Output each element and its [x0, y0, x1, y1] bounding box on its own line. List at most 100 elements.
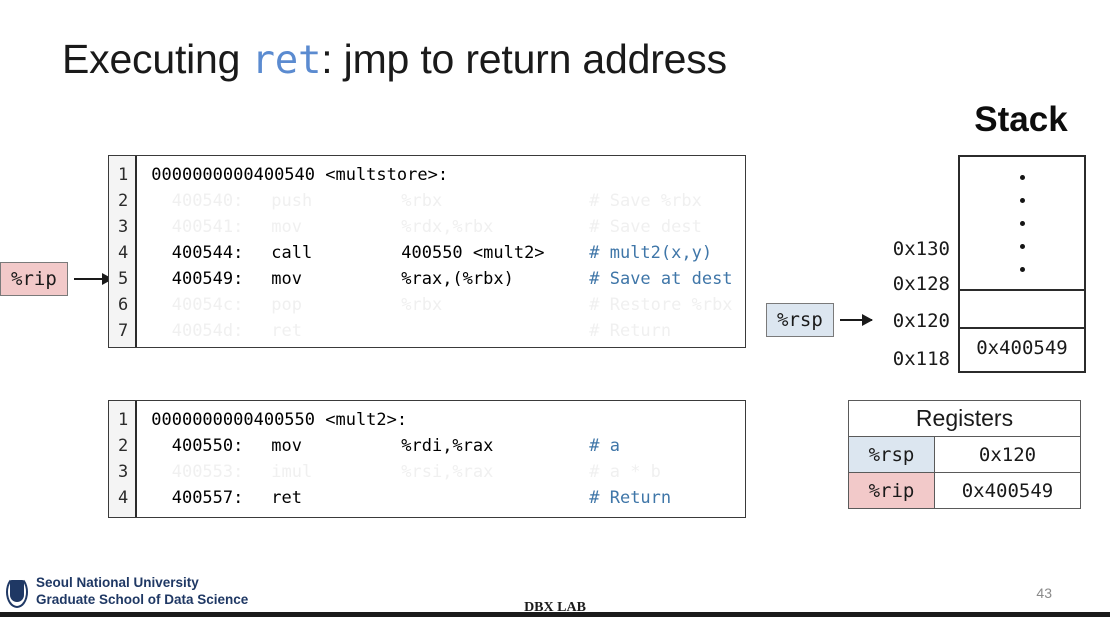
- crest-icon: [6, 572, 28, 610]
- code-body: 0000000000400540 <multstore>: 400540: pus…: [137, 156, 745, 347]
- line-number: 2: [118, 191, 129, 211]
- logo-line-1: Seoul National University: [36, 575, 199, 590]
- rsp-arrow-icon: [839, 314, 873, 326]
- code-comment: # Return: [589, 321, 672, 341]
- code-operands: %rsi,%rax: [401, 462, 494, 482]
- line-number-gutter: 1 2 3 4: [109, 401, 138, 517]
- code-line: 40054d: ret # Return: [151, 318, 745, 344]
- code-operands: %rax,(%rbx): [401, 269, 514, 289]
- stack-cell-ellipsis: [960, 157, 1084, 291]
- stack-address-label: 0x120: [892, 310, 950, 332]
- title-prefix: Executing: [62, 36, 252, 82]
- code-address: 400553:: [151, 462, 244, 482]
- ellipsis-dot-icon: [1019, 243, 1025, 249]
- line-number: 3: [118, 217, 129, 237]
- code-block-multstore: 1 2 3 4 5 6 7 0000000000400540 <multstore>: 40…: [108, 155, 746, 348]
- code-mnemonic: pop: [271, 295, 302, 315]
- line-number: 7: [118, 321, 129, 341]
- stack-cell-return-address: 0x400549: [976, 337, 1068, 359]
- code-address: 400550:: [151, 436, 244, 456]
- code-line: 0000000000400540 <multstore>:: [151, 162, 745, 188]
- registers-header-row: Registers: [848, 400, 1081, 437]
- logo-line-2: Graduate School of Data Science: [36, 592, 249, 607]
- registers-table: Registers %rsp 0x120 %rip 0x400549: [848, 400, 1081, 509]
- code-body: 0000000000400550 <mult2>: 400550: mov %rdi…: [137, 401, 745, 517]
- register-name-rip: %rip: [848, 472, 935, 509]
- code-mnemonic: ret: [271, 321, 302, 341]
- code-comment: # Restore %rbx: [589, 295, 733, 315]
- stack-heading: Stack: [974, 100, 1068, 139]
- code-comment: # a: [589, 436, 620, 456]
- stack-address-label: 0x118: [892, 348, 950, 370]
- code-operands: %rbx: [401, 295, 443, 315]
- stack-diagram: 0x400549: [958, 155, 1086, 373]
- code-address: 40054c:: [151, 295, 244, 315]
- rip-arrow-icon: [73, 273, 113, 285]
- code-comment: # Save dest: [589, 217, 702, 237]
- code-line: 40054c: pop %rbx # Restore %rbx: [151, 292, 745, 318]
- registers-title: Registers: [848, 400, 1081, 437]
- register-value-rsp: 0x120: [934, 436, 1081, 473]
- rsp-tag: %rsp: [766, 303, 834, 337]
- line-number: 1: [118, 165, 129, 185]
- code-block-mult2: 1 2 3 4 0000000000400550 <mult2>: 400550: mo…: [108, 400, 746, 518]
- ellipsis-dot-icon: [1019, 197, 1025, 203]
- logo-text: Seoul National University Graduate Schoo…: [36, 574, 248, 608]
- register-name-rsp: %rsp: [848, 436, 935, 473]
- line-number: 4: [118, 243, 129, 263]
- stack-address-label: 0x128: [892, 273, 950, 295]
- code-line: 400553: imul %rsi,%rax # a * b: [151, 459, 745, 485]
- code-address: 400557:: [151, 488, 244, 508]
- page-title: Executing ret: jmp to return address: [62, 36, 727, 83]
- code-line: 400549: mov %rax,(%rbx) # Save at dest: [151, 266, 745, 292]
- line-number: 6: [118, 295, 129, 315]
- title-suffix: : jmp to return address: [321, 36, 727, 82]
- code-comment: # Save at dest: [589, 269, 733, 289]
- page-number: 43: [1036, 585, 1052, 601]
- line-number: 2: [118, 436, 129, 456]
- code-function-header: 0000000000400550 <mult2>:: [151, 410, 408, 430]
- ellipsis-dot-icon: [1019, 266, 1025, 272]
- code-operands: %rbx: [401, 191, 443, 211]
- code-comment: # Return: [589, 488, 672, 508]
- code-address: 400541:: [151, 217, 244, 237]
- line-number: 1: [118, 410, 129, 430]
- code-mnemonic: mov: [271, 217, 302, 237]
- code-line: 400550: mov %rdi,%rax # a: [151, 433, 745, 459]
- line-number: 4: [118, 488, 129, 508]
- title-mnemonic-ret: ret: [251, 38, 322, 83]
- code-operands: %rdi,%rax: [401, 436, 494, 456]
- rip-pointer-group: %rip: [0, 262, 113, 296]
- code-line: 400557:ret# Return: [151, 485, 745, 511]
- code-operands: %rdx,%rbx: [401, 217, 494, 237]
- ellipsis-dot-icon: [1019, 174, 1025, 180]
- code-address: 400540:: [151, 191, 244, 211]
- code-function-header: 0000000000400540 <multstore>:: [151, 165, 449, 185]
- code-mnemonic: mov: [271, 269, 302, 289]
- table-row: %rsp 0x120: [848, 436, 1081, 473]
- code-line: 400541: mov %rdx,%rbx # Save dest: [151, 214, 745, 240]
- code-comment: # Save %rbx: [589, 191, 702, 211]
- code-address: 400549:: [151, 269, 244, 289]
- code-mnemonic: imul: [271, 462, 313, 482]
- footer-divider: [0, 612, 1110, 617]
- university-logo: Seoul National University Graduate Schoo…: [6, 572, 248, 610]
- code-operands: 400550 <mult2>: [401, 243, 545, 263]
- code-mnemonic: mov: [271, 436, 302, 456]
- code-mnemonic: push: [271, 191, 313, 211]
- stack-cell-empty: [960, 291, 1084, 329]
- code-line: 0000000000400550 <mult2>:: [151, 407, 745, 433]
- code-comment: # a * b: [589, 462, 661, 482]
- code-mnemonic: call: [271, 243, 313, 263]
- line-number: 5: [118, 269, 129, 289]
- code-address: 400544:: [151, 243, 244, 263]
- rsp-pointer-group: %rsp: [766, 303, 873, 337]
- rip-tag: %rip: [0, 262, 68, 296]
- footer-center-text: DBX LAB: [524, 600, 586, 615]
- code-line: 400540: push %rbx # Save %rbx: [151, 188, 745, 214]
- table-row: %rip 0x400549: [848, 472, 1081, 509]
- line-number-gutter: 1 2 3 4 5 6 7: [109, 156, 138, 347]
- line-number: 3: [118, 462, 129, 482]
- code-address: 40054d:: [151, 321, 244, 341]
